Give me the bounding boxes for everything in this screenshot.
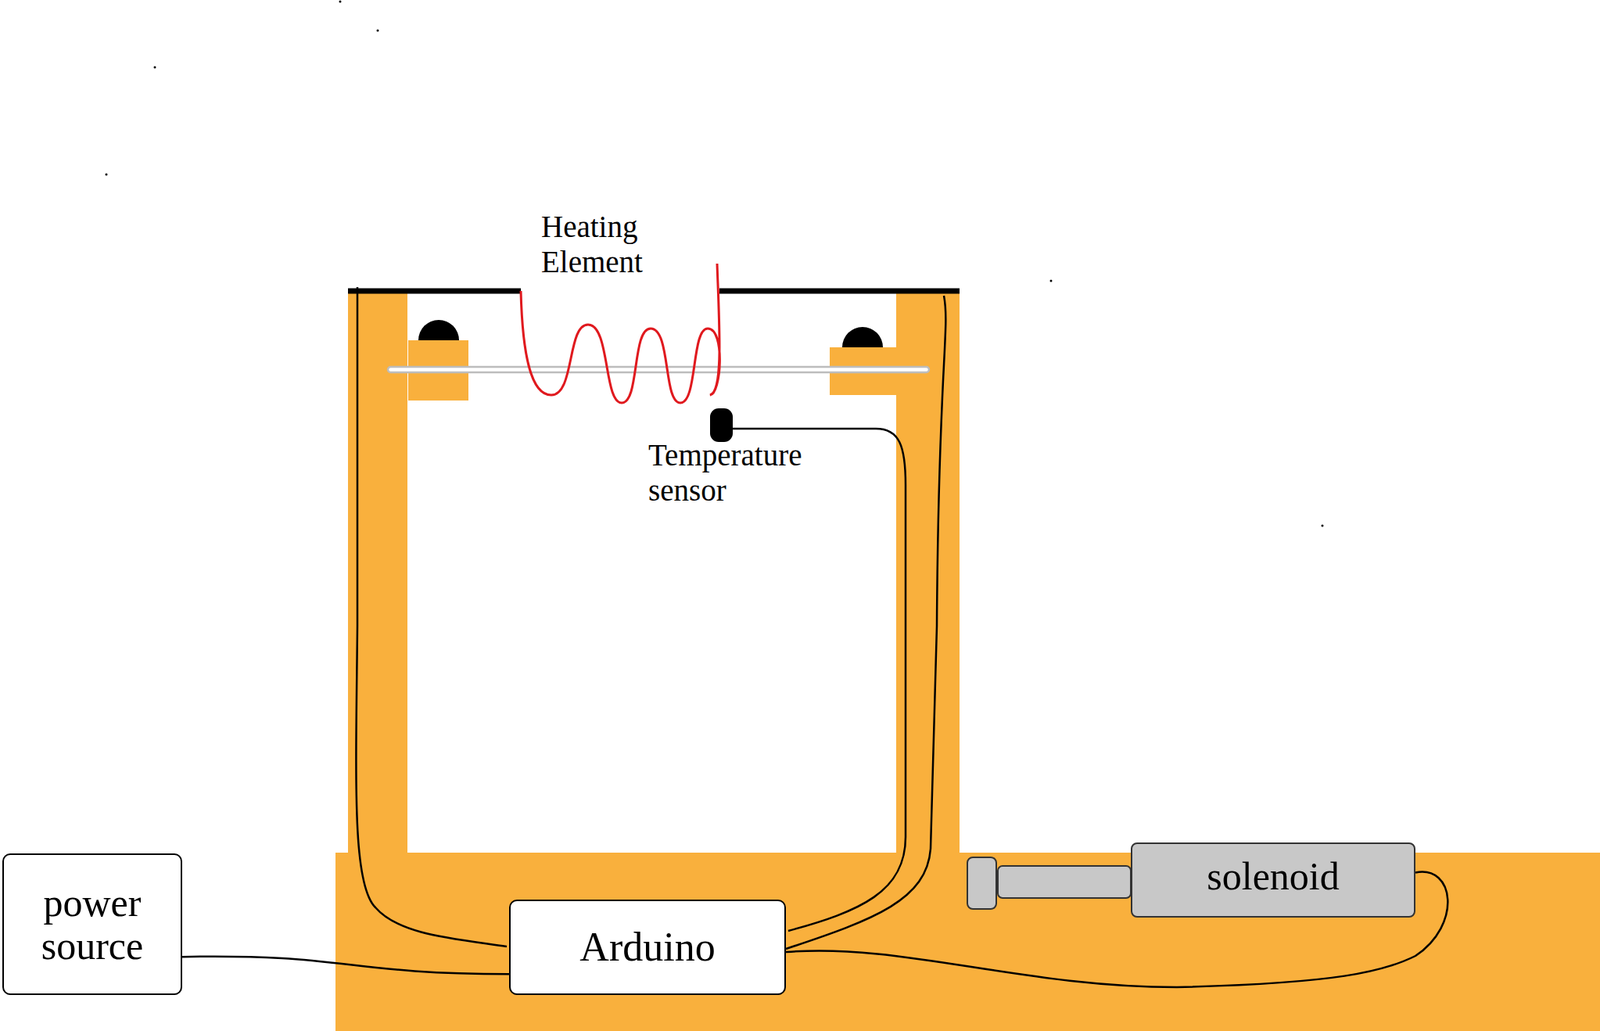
part-label: Temperature sensor (648, 437, 868, 509)
heating-coil (520, 263, 720, 403)
heater-wire (355, 286, 507, 947)
right-mount (842, 326, 883, 348)
node-text: solenoid (1132, 854, 1414, 898)
plunger-cap (967, 857, 997, 909)
left-mount (418, 319, 460, 341)
node-text: Arduino (571, 919, 723, 974)
temperature-sensor (710, 408, 733, 442)
solenoid-body: solenoid (1130, 842, 1416, 918)
stray-dots (105, 0, 1324, 528)
sensor-wire (732, 428, 906, 931)
power-box: power source (2, 853, 183, 995)
arduino-box: Arduino (509, 899, 786, 995)
plunger (997, 865, 1131, 898)
node-text: power source (3, 876, 181, 973)
heater-wire (785, 295, 946, 949)
wire (182, 956, 510, 974)
part-label: Heating Element (541, 209, 698, 280)
top-bar (347, 288, 521, 295)
top-bar (719, 288, 960, 295)
rod (387, 366, 930, 373)
